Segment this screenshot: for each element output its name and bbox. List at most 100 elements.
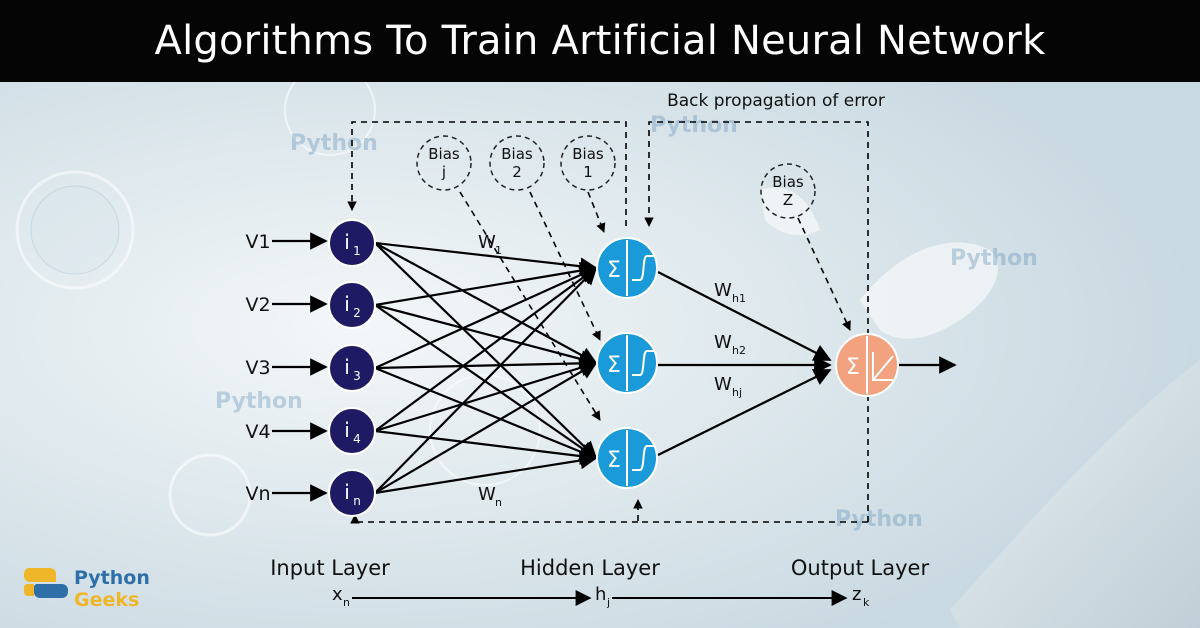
axis-symbol: z bbox=[852, 584, 861, 605]
watermark-text: Python bbox=[650, 113, 738, 138]
bias-node-1: Bias 1 bbox=[560, 135, 616, 191]
hidden-node-2: Σ bbox=[596, 332, 658, 394]
output-node: Σ bbox=[835, 333, 899, 397]
page-title: Algorithms To Train Artificial Neural Ne… bbox=[154, 18, 1046, 64]
node-symbol: i bbox=[344, 480, 350, 504]
neural-network-diagram: Python Python Python Python Python Back … bbox=[0, 82, 1200, 628]
edge-input-4-hidden-1 bbox=[374, 266, 598, 432]
input-label-vn: Vn bbox=[245, 483, 270, 505]
node-subscript: 4 bbox=[353, 432, 361, 446]
input-label-v1: V1 bbox=[245, 231, 270, 253]
linear-activation-icon bbox=[872, 352, 894, 381]
bias-node-j: Bias j bbox=[416, 135, 472, 191]
output-layer-label: Output Layer bbox=[791, 556, 930, 580]
node-symbol: i bbox=[344, 230, 350, 254]
weight-symbol: W bbox=[478, 232, 496, 253]
edge-input-5-hidden-3 bbox=[374, 451, 598, 495]
watermark-text: Python bbox=[215, 389, 303, 414]
input-node-n: i n bbox=[328, 469, 376, 517]
axis-subscript: j bbox=[606, 596, 610, 609]
edge-input-5-hidden-2 bbox=[374, 362, 598, 494]
input-node-1: i 1 bbox=[328, 219, 376, 267]
axis-label-h: h j bbox=[595, 584, 610, 609]
edge-input-3-hidden-2 bbox=[374, 354, 598, 373]
bias-index: 2 bbox=[512, 163, 522, 181]
bias-label: Bias bbox=[428, 145, 460, 163]
input-feeds bbox=[272, 232, 328, 502]
input-label-v3: V3 bbox=[245, 357, 270, 379]
bias-index: 1 bbox=[583, 163, 593, 181]
weight-whj: W hj bbox=[714, 374, 742, 399]
sum-symbol: Σ bbox=[607, 353, 621, 378]
axis-label-x: x n bbox=[332, 584, 350, 609]
edge-input-1-hidden-1 bbox=[374, 241, 598, 275]
input-node-4: i 4 bbox=[328, 407, 376, 455]
background-decoration bbox=[15, 82, 1200, 628]
node-subscript: n bbox=[353, 494, 361, 508]
axis-symbol: x bbox=[332, 584, 343, 605]
edge-input-3-hidden-1 bbox=[374, 266, 598, 370]
input-node-3: i 3 bbox=[328, 344, 376, 392]
node-subscript: 2 bbox=[353, 306, 361, 320]
node-symbol: i bbox=[344, 418, 350, 442]
node-symbol: i bbox=[344, 355, 350, 379]
weight-symbol: W bbox=[714, 374, 732, 395]
node-subscript: 1 bbox=[353, 244, 361, 258]
edge-input-4-hidden-3 bbox=[374, 429, 598, 465]
hidden-node-1: Σ bbox=[596, 237, 658, 299]
weight-symbol: W bbox=[714, 332, 732, 353]
watermark-text: Python bbox=[290, 131, 378, 156]
input-layer-label: Input Layer bbox=[270, 556, 390, 580]
weight-symbol: W bbox=[478, 484, 496, 505]
logo-text-geeks: Geeks bbox=[74, 589, 139, 611]
weight-subscript: 1 bbox=[495, 244, 502, 257]
edge-input-2-hidden-1 bbox=[374, 261, 598, 307]
logo-text-python: Python bbox=[74, 567, 150, 589]
hidden-node-3: Σ bbox=[596, 427, 658, 489]
input-label-v4: V4 bbox=[245, 421, 270, 443]
hidden-layer-label: Hidden Layer bbox=[520, 556, 660, 580]
bias-node-z: Bias Z bbox=[760, 163, 816, 219]
axis-label-z: z k bbox=[852, 584, 870, 609]
bias-links bbox=[459, 191, 851, 421]
title-bar: Algorithms To Train Artificial Neural Ne… bbox=[0, 0, 1200, 82]
weight-wn: W n bbox=[478, 484, 502, 509]
weight-w1: W 1 bbox=[478, 232, 502, 257]
weight-subscript: h1 bbox=[732, 292, 746, 305]
python-geeks-logo: Python Geeks bbox=[23, 567, 150, 611]
bias-label: Bias bbox=[501, 145, 533, 163]
hidden-output-edges bbox=[657, 271, 957, 456]
edge-input-1-hidden-2 bbox=[374, 242, 598, 364]
axis-subscript: n bbox=[343, 596, 350, 609]
watermark-text: Python bbox=[950, 246, 1038, 271]
input-node-2: i 2 bbox=[328, 281, 376, 329]
weight-subscript: n bbox=[495, 496, 502, 509]
sum-symbol: Σ bbox=[607, 448, 621, 473]
backprop-path bbox=[347, 121, 869, 524]
weight-wh2: W h2 bbox=[714, 332, 746, 357]
axis-subscript: k bbox=[863, 596, 870, 609]
weight-subscript: hj bbox=[732, 386, 742, 399]
bias-label: Bias bbox=[572, 145, 604, 163]
sigmoid-icon bbox=[632, 255, 654, 281]
watermark-text: Python bbox=[835, 507, 923, 532]
edge-input-4-hidden-2 bbox=[374, 359, 598, 433]
edge-input-3-hidden-3 bbox=[374, 366, 598, 461]
edge-input-2-hidden-2 bbox=[374, 303, 598, 368]
node-subscript: 3 bbox=[353, 369, 361, 383]
backprop-label: Back propagation of error bbox=[667, 91, 885, 111]
node-symbol: i bbox=[344, 292, 350, 316]
weight-subscript: h2 bbox=[732, 344, 746, 357]
input-label-v2: V2 bbox=[245, 294, 270, 316]
bias-index: j bbox=[441, 163, 446, 181]
sum-symbol: Σ bbox=[607, 258, 621, 283]
input-hidden-edges bbox=[374, 241, 598, 495]
bias-index: Z bbox=[783, 191, 793, 209]
sigmoid-icon bbox=[632, 445, 654, 471]
edge-h1-output bbox=[657, 271, 832, 361]
edge-input-5-hidden-1 bbox=[374, 266, 598, 494]
python-logo-icon bbox=[23, 568, 68, 598]
weight-symbol: W bbox=[714, 280, 732, 301]
weight-wh1: W h1 bbox=[714, 280, 746, 305]
axis-symbol: h bbox=[595, 584, 606, 605]
